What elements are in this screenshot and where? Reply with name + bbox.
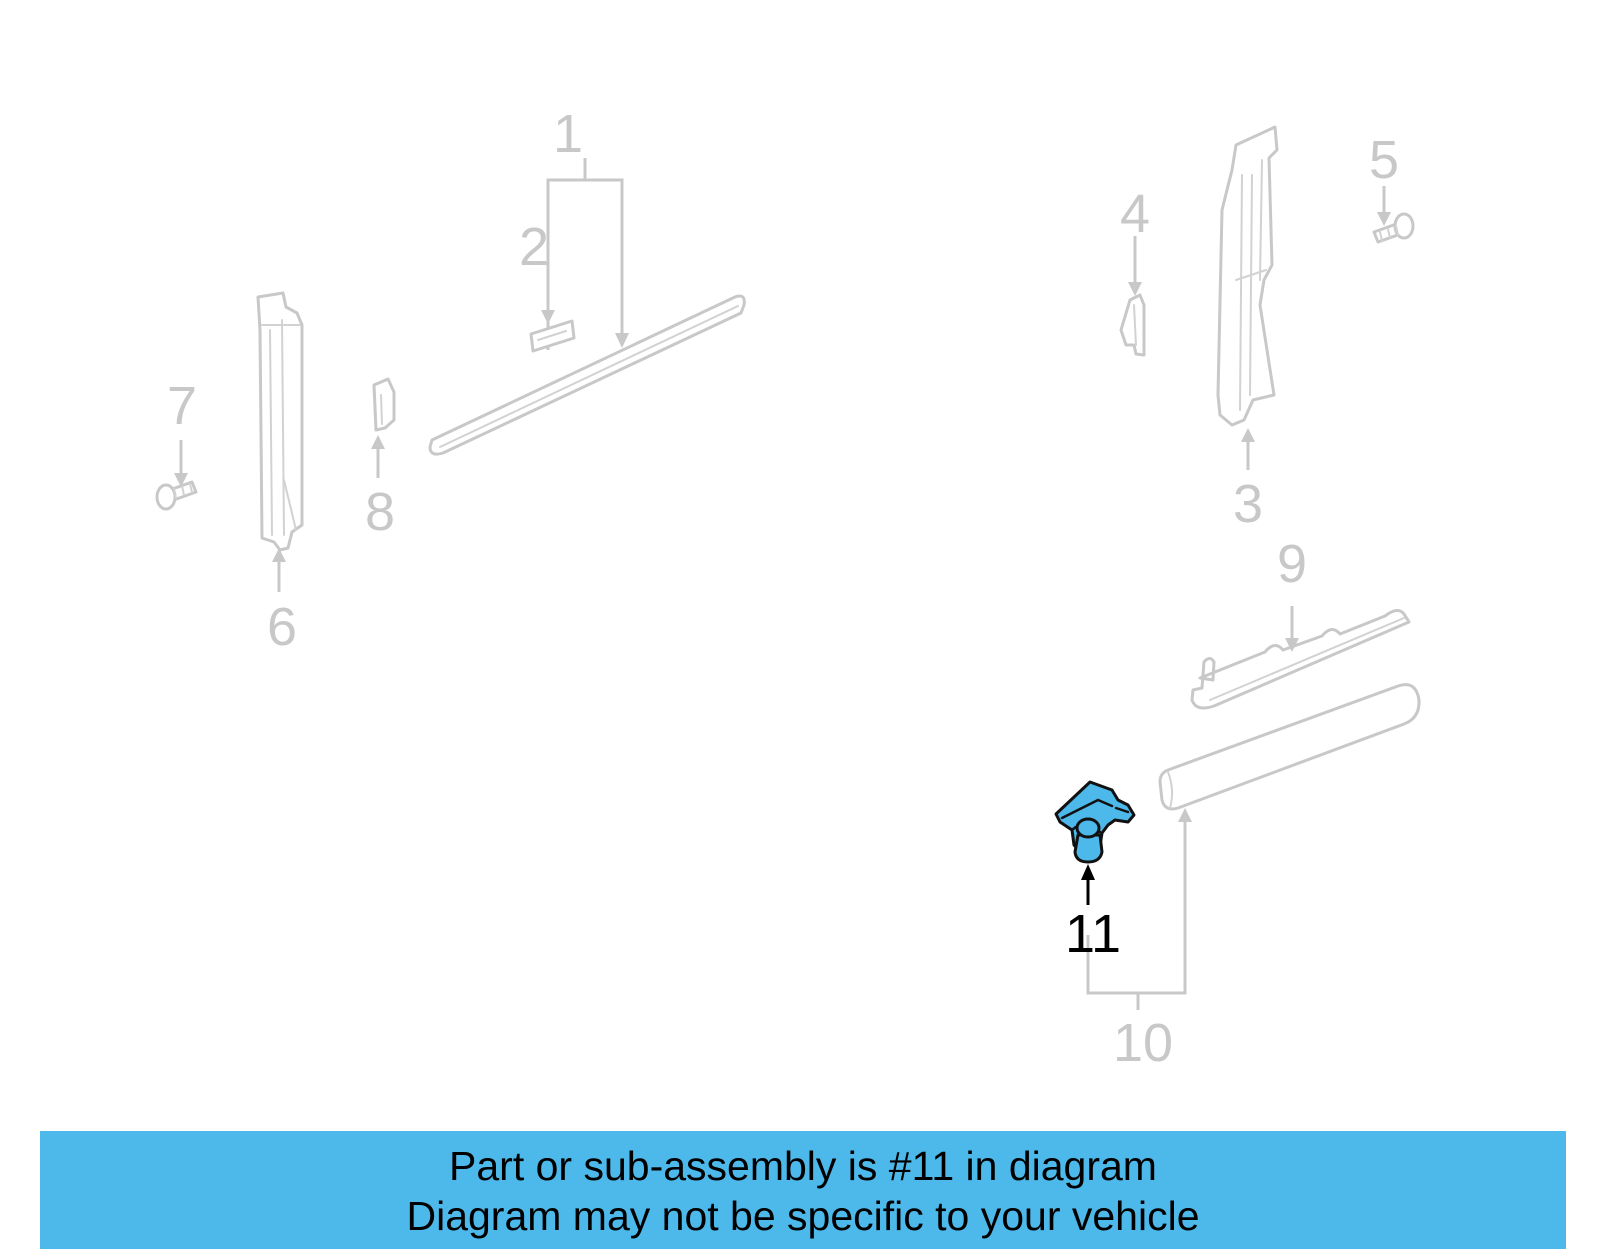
leader-9: [1285, 606, 1299, 652]
part-11-clip-highlighted[interactable]: [1054, 780, 1136, 864]
part-5-screw: [1372, 212, 1415, 244]
part-4-clip: [1119, 293, 1146, 357]
callout-8: 8: [365, 482, 395, 542]
callout-7: 7: [167, 376, 197, 436]
part-10-rocker-molding: [1158, 683, 1421, 811]
leader-4: [1128, 236, 1142, 296]
part-9-clip-strip: [1190, 609, 1411, 710]
banner-line-2: Diagram may not be specific to your vehi…: [406, 1193, 1200, 1239]
leader-6: [272, 548, 286, 592]
leader-11: [1081, 864, 1095, 905]
leader-10: [1086, 808, 1192, 1010]
info-banner: Part or sub-assembly is #11 in diagram D…: [40, 1131, 1566, 1249]
callout-11: 11: [1065, 904, 1121, 964]
part-8-clip: [372, 377, 396, 432]
callout-3: 3: [1233, 474, 1263, 534]
part-7-screw: [155, 480, 198, 511]
part-3-pillar-trim: [1216, 125, 1279, 427]
leader-8: [371, 435, 385, 478]
callout-5: 5: [1369, 130, 1399, 190]
parts-diagram: 1 2 3 4 5: [155, 104, 1421, 1073]
callout-1: 1: [553, 104, 583, 164]
callout-4: 4: [1120, 184, 1150, 244]
leader-2: [541, 268, 555, 324]
leader-1: [546, 158, 629, 350]
banner-line-1: Part or sub-assembly is #11 in diagram: [449, 1143, 1157, 1189]
callout-6: 6: [267, 597, 297, 657]
callout-9: 9: [1277, 534, 1307, 594]
callout-10: 10: [1113, 1013, 1173, 1073]
leader-3: [1241, 428, 1255, 470]
part-6-pillar-trim: [256, 291, 304, 552]
leader-7: [174, 440, 188, 487]
leader-5: [1377, 186, 1391, 226]
callout-2: 2: [519, 217, 549, 277]
part-1-molding: [428, 294, 746, 456]
part-2-clip: [529, 319, 576, 353]
